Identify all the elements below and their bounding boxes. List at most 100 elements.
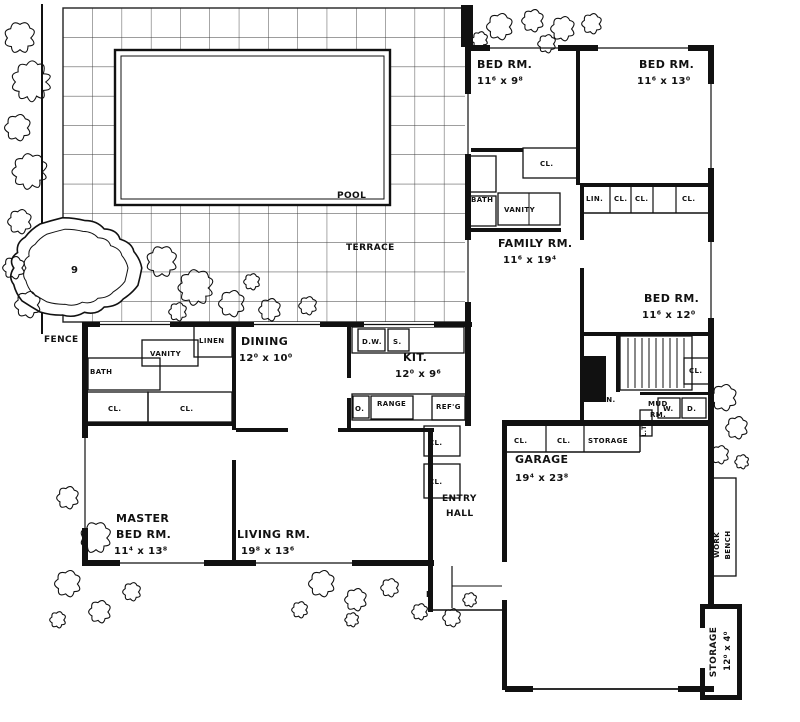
wall: [580, 332, 714, 336]
label-lt: L.T.: [641, 423, 648, 436]
label-vanity-1: VANITY: [504, 206, 536, 214]
wall: [678, 686, 714, 692]
label-linen-2: LINEN: [199, 337, 225, 345]
windows-layer: [82, 45, 714, 566]
wall: [737, 604, 742, 700]
floor-slab: [700, 604, 742, 700]
shrub-icon: [486, 12, 513, 41]
wall: [708, 45, 714, 608]
shrub-icon: [442, 608, 461, 628]
shrub-icon: [710, 445, 729, 465]
fixture-box: [387, 328, 410, 352]
label-range: RANGE: [377, 400, 406, 408]
shrub-icon: [537, 34, 556, 54]
label-bed1-dim: 11⁶ x 9⁸: [477, 76, 523, 87]
label-bed1-name: BED RM.: [477, 58, 532, 71]
wall: [580, 183, 584, 240]
wall: [640, 392, 714, 395]
wall: [347, 322, 351, 378]
shrub-icon: [168, 302, 187, 322]
shrub-icon: [521, 9, 544, 33]
shrub-icon: [258, 298, 281, 322]
wall: [700, 668, 705, 700]
wall: [576, 45, 580, 185]
label-mud-1: MUD: [648, 400, 668, 408]
label-garage-name: GARAGE: [515, 453, 568, 466]
wall: [82, 422, 236, 426]
label-oven: O.: [355, 405, 364, 413]
label-master-dim: 11⁴ x 13⁸: [114, 546, 168, 557]
fixture-box: [370, 395, 414, 420]
label-bench: BENCH: [724, 531, 732, 560]
wall: [465, 148, 523, 152]
shrub-icon: [291, 601, 308, 619]
label-storage-1: STORAGE: [588, 437, 628, 445]
shrub-icon: [462, 592, 477, 608]
label-master-2: BED RM.: [116, 528, 171, 541]
wall: [461, 5, 473, 47]
label-cl-8: CL.: [429, 439, 442, 447]
shrub-icon: [54, 569, 81, 598]
shrub-icon: [88, 600, 111, 624]
label-washer: W.: [663, 405, 674, 413]
floor-slab: [428, 420, 714, 692]
shrub-icon: [4, 22, 35, 53]
label-cl-7: CL.: [180, 405, 193, 413]
wall: [428, 428, 433, 612]
label-storage-2: STORAGE: [709, 627, 719, 678]
wall: [465, 228, 561, 232]
label-garage-dim: 19⁴ x 23⁸: [515, 473, 569, 484]
label-storage-2-dim: 12⁰ x 4⁰: [723, 631, 733, 671]
label-kit-name: KIT.: [403, 351, 427, 364]
house-floor: [82, 45, 742, 700]
label-pool: POOL: [337, 191, 366, 201]
wall: [502, 600, 507, 690]
shrub-icon: [146, 246, 177, 277]
wall: [232, 322, 236, 430]
wall: [584, 356, 606, 402]
shrub-icon: [411, 603, 428, 621]
label-plant-9: 9: [71, 265, 78, 276]
shrub-icon: [581, 13, 602, 35]
label-family-dim: 11⁶ x 19⁴: [503, 255, 557, 266]
fixture-box: [141, 339, 199, 367]
wall: [338, 428, 434, 432]
wall: [580, 183, 714, 187]
fixture-box: [423, 425, 461, 457]
shrub-icon: [14, 290, 41, 319]
shrub-icon: [344, 612, 359, 628]
shrub-icon: [710, 383, 737, 412]
shrub-icon: [298, 296, 317, 316]
label-cl-3: CL.: [635, 195, 648, 203]
label-bath-1: BATH: [471, 196, 493, 204]
wall: [616, 336, 620, 392]
wall: [700, 604, 742, 609]
label-dining-dim: 12⁰ x 10⁰: [239, 353, 293, 364]
label-mud-2: RM.: [650, 411, 666, 419]
shrub-icon: [243, 273, 260, 291]
shrub-icon: [471, 31, 488, 49]
fixture-box: [423, 463, 461, 499]
label-cl-10: CL.: [514, 437, 527, 445]
label-cl-6: CL.: [108, 405, 121, 413]
shrub-icon: [2, 256, 25, 280]
shrub-icon: [56, 486, 79, 510]
planting-layer: [2, 9, 749, 629]
label-dishwasher: D.W.: [362, 338, 382, 346]
wall: [232, 460, 236, 566]
label-sink: S.: [393, 338, 402, 346]
label-kit-dim: 12⁰ x 9⁶: [395, 369, 441, 380]
wall: [580, 268, 584, 426]
shrub-icon: [11, 153, 48, 190]
shrub-icon: [725, 416, 748, 440]
wall: [465, 45, 714, 51]
pool-coping: [120, 55, 385, 200]
shrub-icon: [7, 209, 32, 235]
wall: [236, 428, 288, 432]
label-entry-1: ENTRY: [442, 494, 477, 504]
label-living-dim: 19⁸ x 13⁶: [241, 546, 295, 557]
label-work: WORK: [713, 532, 721, 558]
